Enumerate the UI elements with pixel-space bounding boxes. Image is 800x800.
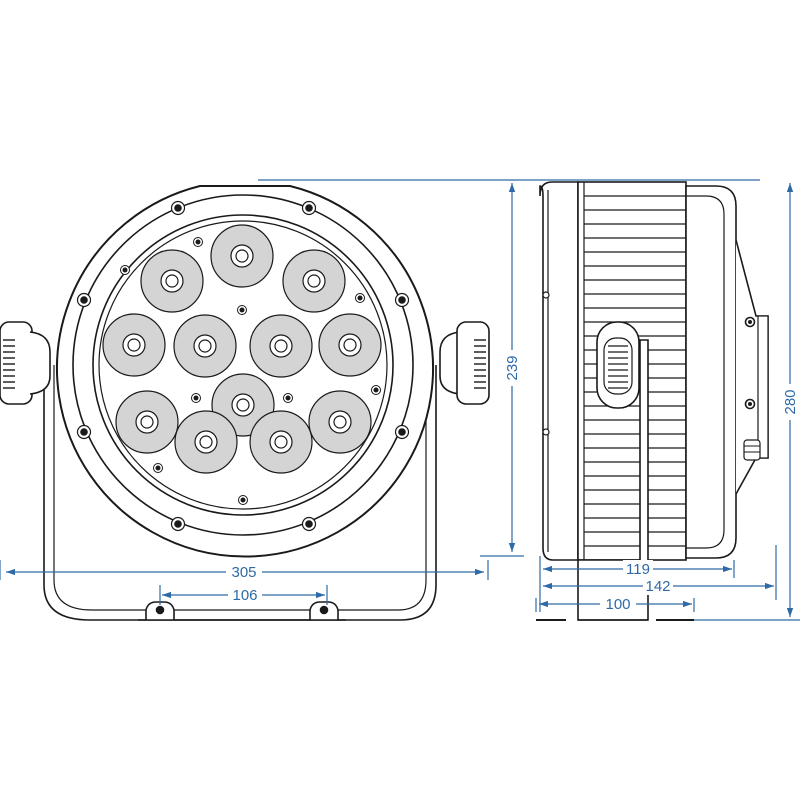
led-lens: [249, 410, 313, 474]
dim-side-height: 280: [782, 389, 799, 414]
led-lenses: [102, 224, 382, 474]
led-lens: [318, 313, 382, 377]
left-knob: [0, 321, 51, 405]
led-lens: [174, 410, 238, 474]
dim-front-height: 239: [504, 355, 521, 380]
led-lens: [173, 314, 237, 378]
side-back-bracket: [539, 181, 579, 561]
dim-side-head-depth: 119: [626, 561, 650, 578]
led-lens: [282, 249, 346, 313]
side-knob: [596, 321, 640, 409]
left-foot: [145, 601, 175, 620]
led-lens: [249, 314, 313, 378]
dim-front-width: 305: [231, 564, 256, 581]
dimensions: [0, 179, 800, 621]
bezel-screws: [76, 200, 410, 532]
dim-side-base: 100: [605, 596, 630, 613]
led-lens: [115, 390, 179, 454]
right-foot: [309, 601, 339, 620]
front-yoke-inner: [53, 365, 427, 611]
side-front-bezel: [685, 185, 737, 559]
right-knob: [439, 321, 490, 405]
dim-feet-spacing: 106: [232, 587, 257, 604]
led-lens: [308, 390, 372, 454]
led-lens: [102, 313, 166, 377]
led-lens: [210, 224, 274, 288]
led-lens: [140, 249, 204, 313]
side-view: [536, 181, 769, 621]
front-view: [0, 185, 490, 621]
plate-screws: [120, 237, 381, 505]
dimension-labels: 305 106 239 280 119 142 100: [231, 355, 799, 613]
dim-side-total-depth: 142: [645, 578, 670, 595]
